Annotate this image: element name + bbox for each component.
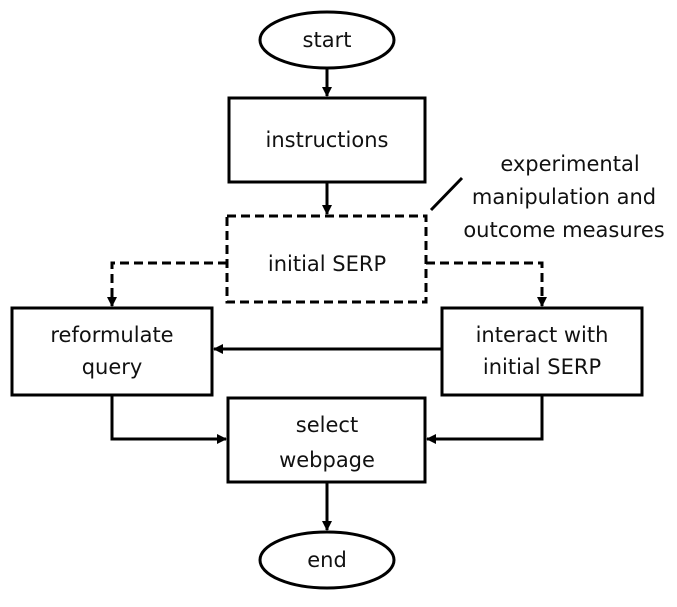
annotation-experimental-manipulation: experimental manipulation and outcome me… <box>463 152 664 242</box>
interact-initial-serp-box <box>440 306 644 397</box>
interact-initial-serp-label-line1: interact with <box>476 323 609 347</box>
start-label: start <box>303 28 352 52</box>
instructions-box <box>227 96 427 184</box>
start-ellipse <box>258 10 396 70</box>
arrow-initial-serp-to-reformulate <box>107 261 227 307</box>
interact-initial-serp-label-line2: initial SERP <box>483 355 601 379</box>
annotation-pointer-line <box>429 176 464 212</box>
reformulate-query-label-line1: reformulate <box>50 323 173 347</box>
initial-serp-label: initial SERP <box>268 252 386 276</box>
node-instructions: instructions <box>227 96 427 184</box>
node-select-webpage: select webpage <box>226 396 427 484</box>
node-end: end <box>258 530 396 590</box>
edges <box>107 68 547 531</box>
arrow-interact-to-select <box>426 395 544 444</box>
end-ellipse <box>258 530 396 590</box>
reformulate-query-label-line2: query <box>82 355 143 379</box>
reformulate-query-box <box>10 306 214 397</box>
node-reformulate-query: reformulate query <box>10 306 214 397</box>
node-initial-serp: initial SERP <box>225 214 428 304</box>
end-label: end <box>307 548 347 572</box>
annotation-line2: manipulation and <box>472 185 656 209</box>
select-webpage-label-line2: webpage <box>279 448 375 472</box>
arrow-reformulate-to-select <box>110 395 227 444</box>
node-interact-initial-serp: interact with initial SERP <box>440 306 644 397</box>
annotation-line3: outcome measures <box>463 218 664 242</box>
arrow-initial-serp-to-interact <box>426 261 547 307</box>
instructions-label: instructions <box>266 128 389 152</box>
select-webpage-box <box>226 396 427 484</box>
select-webpage-label-line1: select <box>296 413 358 437</box>
node-start: start <box>258 10 396 70</box>
annotation-line1: experimental <box>500 152 639 176</box>
initial-serp-box <box>225 214 428 304</box>
